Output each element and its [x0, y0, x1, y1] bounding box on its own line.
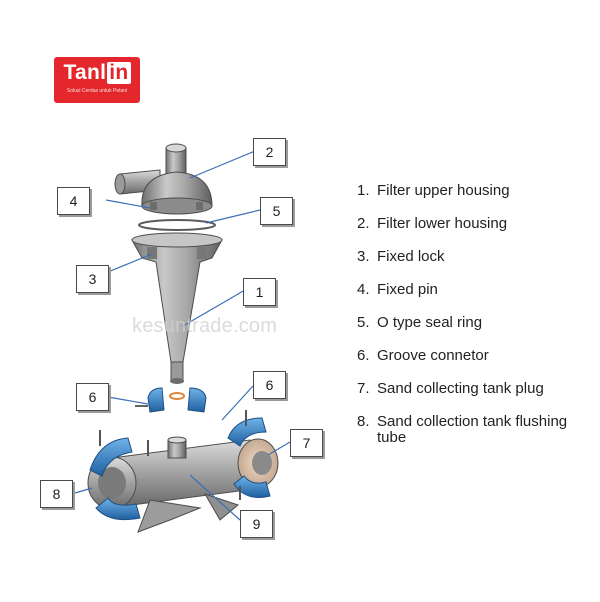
callout-8: 8 — [40, 480, 73, 508]
logo-tagline: Solusi Cerdas untuk Petani — [66, 88, 128, 94]
legend-item-7: 7.Sand collecting tank plug — [357, 380, 544, 397]
legend-item-5: 5.O type seal ring — [357, 314, 483, 331]
leader-lines — [74, 150, 291, 521]
legend-item-3: 3.Fixed lock — [357, 248, 445, 265]
o-ring — [138, 219, 216, 231]
parts-legend: 1.Filter upper housing 2.Filter lower ho… — [357, 183, 597, 463]
legend-item-2: 2.Filter lower housing — [357, 215, 508, 232]
callout-6-left: 6 — [76, 383, 109, 411]
callout-2: 2 — [253, 138, 286, 166]
callout-4: 4 — [57, 187, 90, 215]
groove-connector-small — [135, 387, 207, 413]
callout-9: 9 — [240, 510, 273, 538]
sand-collecting-tank — [87, 410, 279, 533]
legend-item-1: 1.Filter upper housing — [357, 182, 510, 199]
cone-housing — [131, 232, 223, 384]
legend-item-8: 8.Sand collection tank flushing tube — [357, 413, 568, 446]
callout-7: 7 — [290, 429, 323, 457]
watermark: kesuntrade.com — [132, 315, 278, 337]
upper-housing — [114, 143, 213, 215]
callout-6-right: 6 — [253, 371, 286, 399]
callout-1: 1 — [243, 278, 276, 306]
callout-5: 5 — [260, 197, 293, 225]
callout-3: 3 — [76, 265, 109, 293]
legend-item-4: 4.Fixed pin — [357, 281, 438, 298]
legend-item-6: 6.Groove connetor — [357, 347, 489, 364]
